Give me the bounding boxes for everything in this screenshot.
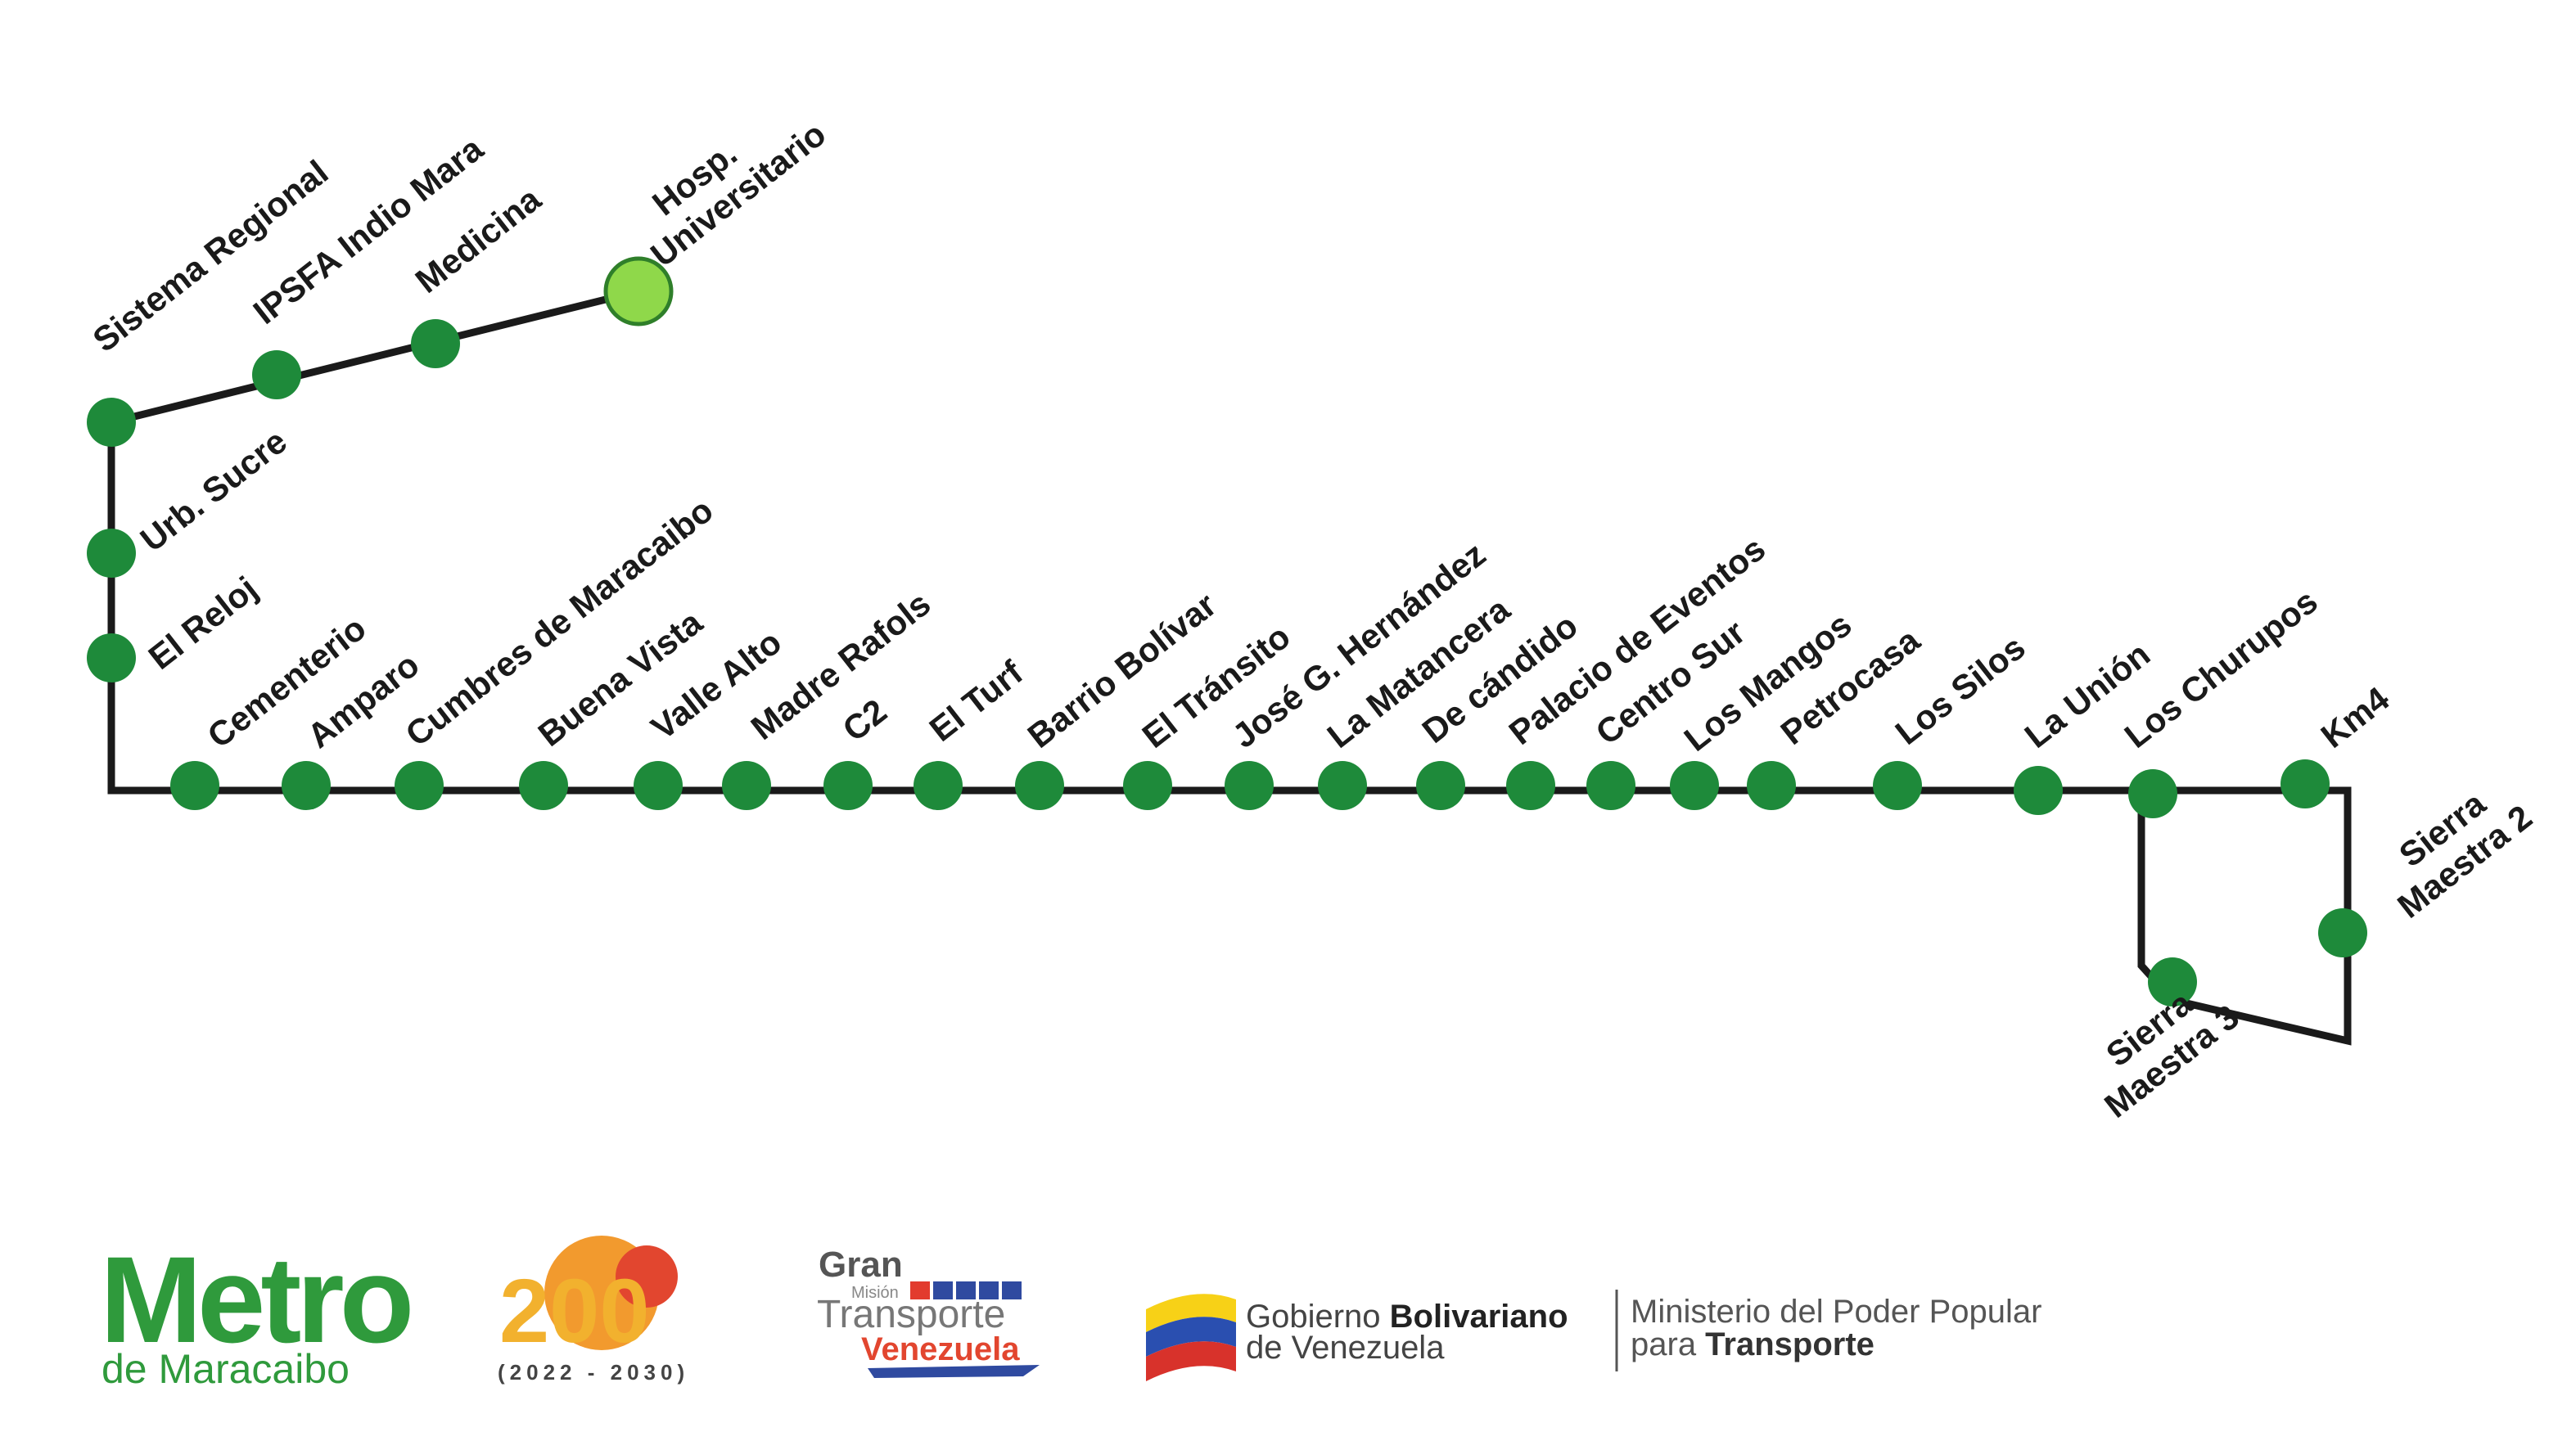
station-marker <box>1416 761 1465 810</box>
station-marker <box>519 761 568 810</box>
station-label-line: Barrio Bolívar <box>1021 585 1224 755</box>
station-marker <box>1873 761 1922 810</box>
bicentenario-flame-icon <box>616 1245 678 1308</box>
station-marker <box>2014 766 2063 815</box>
station-label: Urb. Sucre <box>133 421 294 559</box>
station-marker <box>914 761 963 810</box>
gobierno-bolivariano-logo: Gobierno Bolivariano de Venezuela <box>1146 1290 1618 1381</box>
plane-icon <box>979 1281 999 1299</box>
station-marker <box>1225 761 1274 810</box>
station-marker <box>252 350 301 399</box>
station-marker <box>1586 761 1635 810</box>
station-label-line: El Reloj <box>142 569 264 677</box>
station-marker <box>282 761 331 810</box>
station-marker <box>1015 761 1064 810</box>
station-marker <box>170 761 219 810</box>
gobierno-line2: de Venezuela <box>1246 1330 1445 1366</box>
station-hosp: Hosp.Universitario <box>603 83 833 326</box>
ministerio-line2-b: Transporte <box>1705 1326 1874 1362</box>
station-marker <box>722 761 771 810</box>
station-marker <box>395 761 444 810</box>
station-label-line: El Turf <box>923 652 1031 749</box>
station-sierra3: SierraMaestra 3 <box>2097 957 2246 1125</box>
station-marker <box>1123 761 1172 810</box>
gran-mision-swoosh-icon <box>868 1365 1040 1378</box>
station-label: El Turf <box>923 652 1031 749</box>
station-label: IPSFA Indio Mara <box>246 128 491 331</box>
metro-logo-title: Metro <box>100 1231 410 1368</box>
station-label-line: Sistema Regional <box>86 153 336 360</box>
gran-mision-line4: Venezuela <box>861 1331 1020 1367</box>
gobierno-line1: Gobierno Bolivariano <box>1246 1299 1568 1335</box>
station-elturf: El Turf <box>914 652 1031 810</box>
station-marker <box>87 529 136 578</box>
station-marker <box>1747 761 1796 810</box>
flag-icon-yellow <box>1146 1294 1236 1332</box>
ship-icon <box>956 1281 976 1299</box>
gran-mision-line1: Gran <box>819 1245 903 1285</box>
station-marker <box>2128 769 2177 818</box>
station-label: El Reloj <box>142 569 264 677</box>
station-marker <box>87 633 136 682</box>
bus-icon <box>910 1281 930 1299</box>
ministerio-transporte-logo: Ministerio del Poder Popular para Transp… <box>1631 1294 2041 1362</box>
station-palacioeventos: Palacio de Eventos <box>1502 529 1772 810</box>
flag-icon-red <box>1146 1341 1236 1381</box>
gran-mision-line2: Misión <box>851 1284 899 1302</box>
station-label-line: IPSFA Indio Mara <box>246 128 491 331</box>
station-label: C2 <box>836 691 894 749</box>
gobierno-line1-b: Bolivariano <box>1390 1299 1568 1335</box>
station-label: Km4 <box>2314 679 2397 755</box>
station-marker <box>411 319 460 368</box>
station-label: SierraMaestra 2 <box>2366 767 2539 925</box>
station-label-line: C2 <box>836 691 894 749</box>
ministerio-line2: para Transporte <box>1631 1326 1874 1362</box>
car-icon <box>1002 1281 1022 1299</box>
station-label: Barrio Bolívar <box>1021 585 1224 755</box>
station-marker <box>1670 761 1719 810</box>
station-marker <box>1318 761 1367 810</box>
gran-mision-transporte-logo: Gran Misión Transporte Venezuela <box>817 1245 1040 1378</box>
station-label: Sistema Regional <box>86 153 336 360</box>
station-marker <box>2148 957 2197 1006</box>
bicentenario-number: 200 <box>499 1261 650 1362</box>
station-medicina: Medicina <box>408 179 548 368</box>
station-label: Hosp.Universitario <box>620 83 833 274</box>
station-marker <box>823 761 873 810</box>
station-marker <box>634 761 683 810</box>
bicentenario-logo: 200 (2022 - 2030) <box>498 1236 689 1385</box>
station-marker <box>2281 759 2330 808</box>
bicentenario-years: (2022 - 2030) <box>498 1360 689 1385</box>
station-label-line: Km4 <box>2314 679 2397 755</box>
ministerio-line2-a: para <box>1631 1326 1705 1362</box>
train-icon <box>933 1281 953 1299</box>
station-marker <box>2318 908 2367 957</box>
metro-de-maracaibo-logo: Metro de Maracaibo <box>100 1231 415 1392</box>
ministerio-line1: Ministerio del Poder Popular <box>1631 1294 2041 1330</box>
station-marker <box>1506 761 1555 810</box>
station-marker <box>87 398 136 447</box>
gobierno-line1-a: Gobierno <box>1246 1299 1390 1335</box>
flag-icon-blue <box>1146 1317 1236 1357</box>
station-marker <box>603 256 674 326</box>
gran-mision-line3: Transporte <box>817 1293 1005 1336</box>
metro-logo-subtitle: de Maracaibo <box>102 1346 350 1392</box>
station-label-line: Urb. Sucre <box>133 421 294 559</box>
